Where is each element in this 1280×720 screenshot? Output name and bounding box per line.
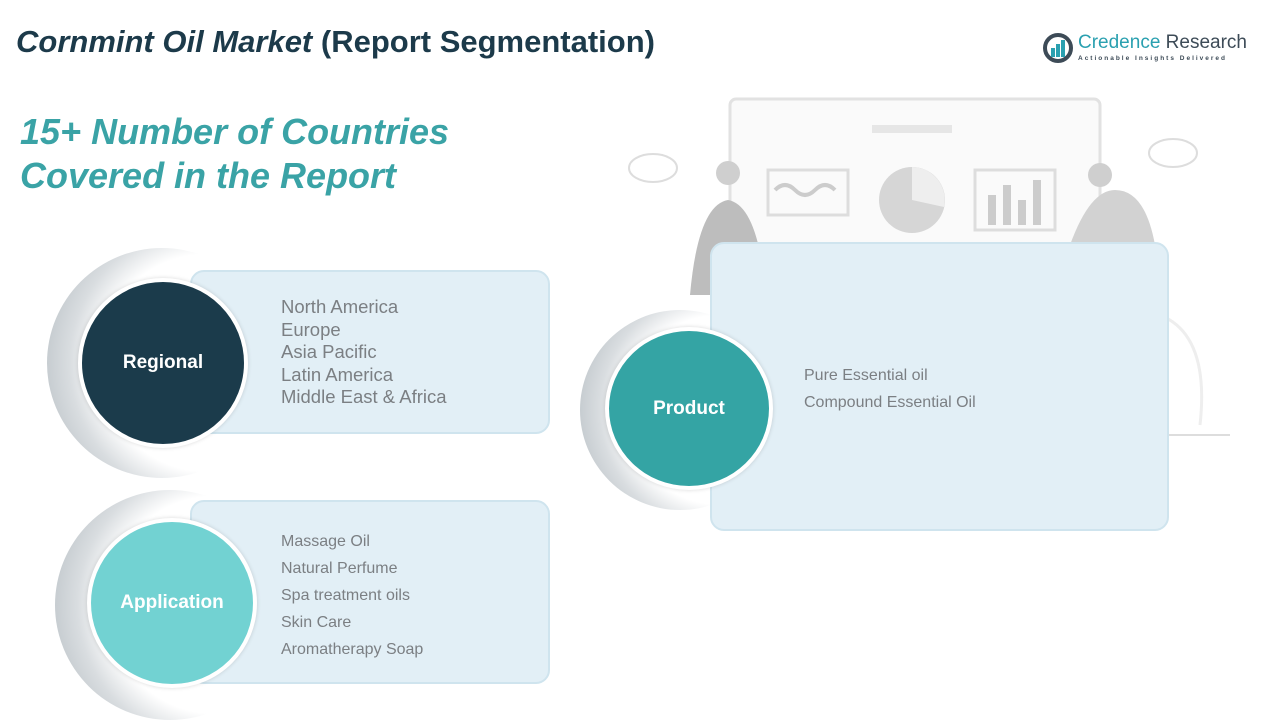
subtitle-line-1: 15+ Number of Countries [20, 111, 450, 152]
speech-bubble-icon [628, 153, 678, 183]
application-circle: Application [87, 518, 257, 688]
regional-list: North America Europe Asia Pacific Latin … [281, 296, 447, 409]
list-item: Massage Oil [281, 533, 370, 550]
regional-panel [190, 270, 550, 434]
list-item: Middle East & Africa [281, 386, 447, 407]
logo-name-2: Research [1160, 32, 1247, 53]
application-list: Massage Oil Natural Perfume Spa treatmen… [281, 528, 423, 663]
list-item: Aromatherapy Soap [281, 641, 424, 658]
logo-tagline: Actionable Insights Delivered [1078, 55, 1228, 62]
list-item: North America [281, 296, 399, 317]
list-item: Natural Perfume [281, 560, 398, 577]
list-item: Compound Essential Oil [804, 394, 976, 411]
regional-label: Regional [122, 352, 204, 373]
subtitle-line-2: Covered in the Report [20, 155, 397, 196]
presentation-illustration [628, 97, 1230, 436]
logo-name-1: Credence [1078, 32, 1161, 53]
regional-circle: Regional [78, 278, 248, 448]
list-item: Europe [281, 318, 341, 340]
logo-chart-icon [1043, 33, 1073, 63]
list-item: Skin Care [281, 614, 352, 631]
list-item: Latin America [281, 363, 394, 385]
product-panel [710, 242, 1169, 531]
speech-bubble-icon [1148, 138, 1198, 168]
title-suffix: (Report Segmentation) [312, 24, 655, 59]
application-label: Application [120, 592, 224, 613]
product-label: Product [653, 397, 725, 419]
list-item: Spa treatment oils [281, 587, 410, 604]
logo-name: Credence Research [1078, 32, 1247, 54]
list-item: Asia Pacific [281, 341, 377, 362]
title-market-name: Cornmint Oil Market [16, 24, 313, 59]
list-item: Pure Essential oil [804, 367, 928, 384]
product-circle: Product [605, 327, 773, 490]
product-list: Pure Essential oil Compound Essential Oi… [804, 362, 976, 416]
credence-research-logo: Credence Research Actionable Insights De… [1042, 32, 1247, 69]
page-title: Cornmint Oil Market (Report Segmentation… [16, 24, 655, 60]
countries-covered-heading: 15+ Number of Countries Covered in the R… [20, 110, 449, 198]
